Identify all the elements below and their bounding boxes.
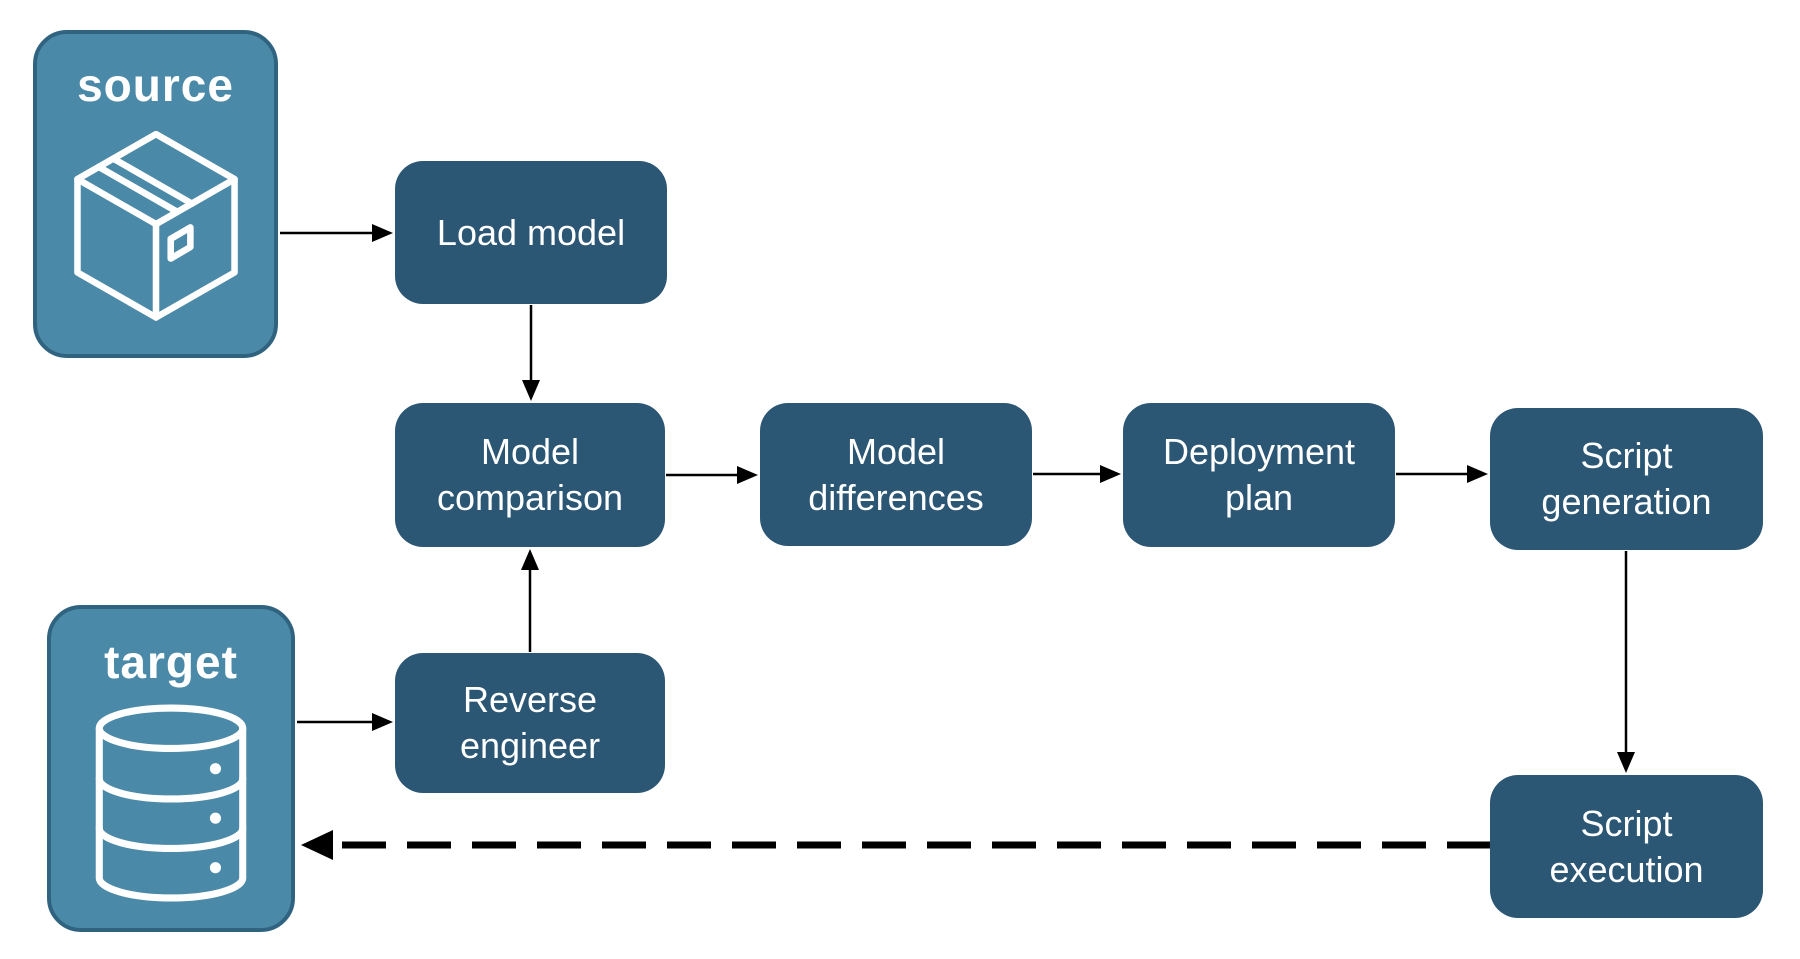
node-script-generation: Script generation xyxy=(1490,408,1763,550)
entity-source: source xyxy=(33,30,278,358)
source-label: source xyxy=(77,59,234,111)
node-model-differences: Model differences xyxy=(760,403,1032,546)
database-icon xyxy=(95,704,247,902)
node-reverse-engineer: Reverse engineer xyxy=(395,653,665,793)
node-label: differences xyxy=(808,476,984,518)
node-script-execution: Script execution xyxy=(1490,775,1763,918)
node-label: Load model xyxy=(436,211,626,253)
node-label: generation xyxy=(1541,481,1712,522)
node-model-comparison: Model comparison xyxy=(395,403,665,547)
node-load-model: Load model xyxy=(395,161,667,304)
entity-target: target xyxy=(47,605,295,932)
node-label: plan xyxy=(1224,477,1294,518)
node-label: Model xyxy=(480,431,580,472)
package-icon xyxy=(73,130,238,321)
node-label: Deployment xyxy=(1162,431,1356,472)
target-label: target xyxy=(104,636,238,688)
node-deployment-plan: Deployment plan xyxy=(1123,403,1395,547)
node-label: comparison xyxy=(436,477,624,518)
node-label: Script xyxy=(1580,802,1673,844)
node-label: execution xyxy=(1549,848,1704,890)
node-label: Model xyxy=(846,430,946,472)
node-label: engineer xyxy=(459,725,601,766)
node-label: Reverse xyxy=(462,679,598,720)
node-label: Script xyxy=(1580,435,1673,476)
